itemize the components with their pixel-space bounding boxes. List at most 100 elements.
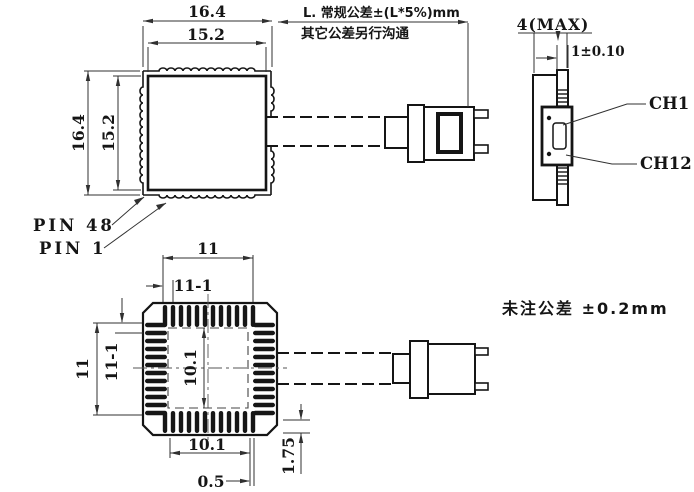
pin-slot: [145, 402, 167, 408]
pin-slot: [194, 305, 200, 327]
pin-slot: [253, 322, 275, 328]
side-view-dimensions: 4(MAX) 1±0.10: [517, 15, 625, 73]
dim-max-thickness: 4(MAX): [517, 15, 590, 34]
connector-pin: [474, 347, 489, 356]
pin-slot: [253, 402, 275, 408]
scallop-edge-left: [139, 71, 144, 195]
thermal-pad-outline: [167, 327, 249, 409]
pin-slot: [210, 305, 216, 327]
pin-slot: [253, 386, 275, 392]
dim-pad-width: 10.1: [188, 435, 226, 454]
connector-flange: [409, 340, 429, 399]
pin-slot: [145, 410, 167, 416]
pin-slot: [253, 330, 275, 336]
dim-pin-pitch-v: 11-1: [102, 343, 121, 382]
ch1-label: CH1: [649, 94, 689, 113]
pin-slot: [253, 370, 275, 376]
scallop-edge-bottom: [143, 194, 271, 199]
pin-slot: [170, 411, 176, 433]
ch12-label: CH12: [640, 154, 692, 173]
pin-slot: [178, 305, 184, 327]
connector-pin: [473, 144, 489, 154]
pin-slot: [253, 362, 275, 368]
pin-slot: [234, 305, 240, 327]
pin-slot: [178, 411, 184, 433]
top-view-dimensions: 16.4 15.2 16.4 15.2: [69, 2, 273, 196]
bottom-view-cable: [277, 352, 393, 385]
pin-slot: [145, 370, 167, 376]
channel-labels: CH1 CH12: [562, 94, 692, 173]
pin-slot: [186, 411, 192, 433]
pin-labels: PIN 48 PIN 1: [33, 196, 167, 258]
dim-overall-height: 16.4: [69, 114, 88, 152]
connector-pin: [474, 382, 489, 391]
side-view: 4(MAX) 1±0.10 CH1 CH12: [517, 15, 692, 206]
general-tolerance-note: 未注公差 ±0.2mm: [501, 299, 669, 318]
pin-slot: [253, 394, 275, 400]
connector-pin: [473, 109, 489, 119]
pin-slot: [253, 378, 275, 384]
bottom-view-dimensions: 11 11-1 11 11-1 10.1 10: [73, 239, 310, 491]
pin-slot: [194, 411, 200, 433]
pin-slot: [202, 305, 208, 327]
package-body-top-view: [146, 74, 268, 192]
socket-opening: [552, 122, 567, 150]
pin-slot: [250, 305, 256, 327]
pin-slot: [253, 346, 275, 352]
bottom-view: 11 11-1 11 11-1 10.1 10: [73, 239, 489, 491]
dim-pad-height: 10.1: [181, 349, 200, 387]
pin1-label: PIN 1: [39, 239, 106, 258]
socket-contact-dot: [546, 115, 552, 121]
scallop-edge-right-upper: [270, 71, 275, 117]
pin-slot: [145, 378, 167, 384]
pin-slot: [218, 305, 224, 327]
pin-slot: [226, 305, 232, 327]
connector-neck: [384, 116, 409, 149]
length-note-line1: L. 常规公差±(L*5%)mm: [303, 5, 460, 21]
pin-slot: [234, 411, 240, 433]
package-body-bottom-view: [141, 301, 279, 437]
pin-slot: [162, 411, 168, 433]
top-view: 16.4 15.2 16.4 15.2 PIN 48 PIN 1: [33, 2, 489, 258]
pin-slot: [145, 346, 167, 352]
length-tolerance-note: L. 常规公差±(L*5%)mm 其它公差另行沟通: [278, 5, 469, 107]
pin-slot: [250, 411, 256, 433]
dim-pin-row-span-h: 11: [197, 239, 219, 258]
dim-edge-offset: 1.75: [279, 437, 298, 475]
dim-pin-width: 0.5: [198, 472, 225, 491]
pin-slot: [145, 338, 167, 344]
pin-slot: [145, 386, 167, 392]
top-view-connector: [384, 104, 489, 163]
connector-latch-window: [436, 112, 463, 154]
pin-slot: [145, 394, 167, 400]
pin-slot: [218, 411, 224, 433]
pin-slot: [145, 330, 167, 336]
connector-body: [427, 343, 476, 395]
top-view-pin-edge: [139, 67, 275, 199]
pin-slot: [242, 411, 248, 433]
pin-slot: [253, 338, 275, 344]
bottom-view-connector: [392, 340, 489, 399]
dim-body-width: 15.2: [187, 25, 225, 44]
pin-slot: [170, 305, 176, 327]
pin-slot: [210, 411, 216, 433]
dim-body-height: 15.2: [99, 114, 118, 152]
pin-slot: [202, 411, 208, 433]
pin-slot-rows: [145, 305, 275, 433]
pin-slot: [162, 305, 168, 327]
pin-slot: [145, 362, 167, 368]
connector-neck: [392, 353, 411, 384]
scallop-edge-right-lower: [270, 146, 275, 195]
dim-pin-row-span-v: 11: [73, 358, 92, 380]
socket-contact-dot: [546, 151, 552, 157]
pin-slot: [145, 322, 167, 328]
dim-lead-width: 1±0.10: [571, 44, 625, 60]
dim-pin-pitch-h: 11-1: [174, 276, 213, 295]
pin-slot: [226, 411, 232, 433]
top-view-cable: [266, 116, 385, 147]
connector-flange: [407, 104, 425, 163]
pin-slot: [145, 354, 167, 360]
pin-slot: [186, 305, 192, 327]
